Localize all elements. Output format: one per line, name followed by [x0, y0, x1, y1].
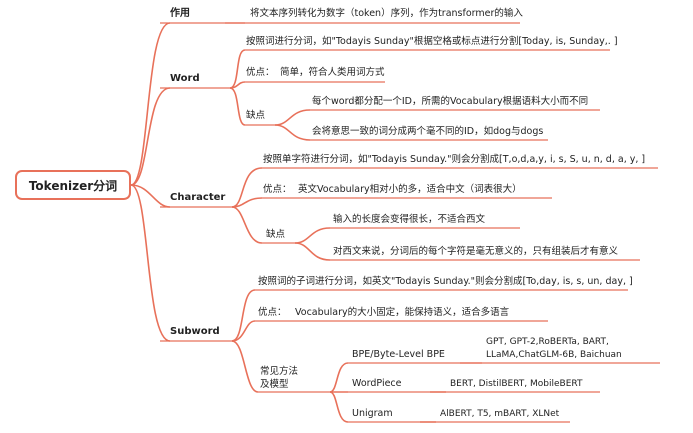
word-cons-label: 缺点 — [246, 110, 266, 121]
branch-subword-label[interactable]: Subword — [170, 326, 220, 337]
subword-methods-label-1: 常见方法 — [260, 366, 299, 377]
root-label: Tokenizer分词 — [28, 178, 118, 193]
subword-pros-label: 优点： — [258, 307, 287, 318]
method-unigram-name: Unigram — [352, 408, 393, 419]
root-node[interactable]: Tokenizer分词 — [15, 170, 131, 200]
character-cons-2: 对西文来说，分词后的每个字符是毫无意义的，只有组装后才有意义 — [333, 246, 619, 257]
branch-word-label[interactable]: Word — [170, 73, 200, 84]
zuoyong-text: 将文本序列转化为数字（token）序列，作为transformer的输入 — [250, 8, 523, 19]
branch-zuoyong-label[interactable]: 作用 — [170, 8, 190, 19]
word-pros: 简单，符合人类用词方式 — [280, 67, 385, 78]
character-pros-label: 优点： — [263, 184, 292, 195]
method-wordpiece-name: WordPiece — [352, 378, 402, 389]
method-bpe-models-1: GPT, GPT-2,RoBERTa, BART, — [486, 337, 609, 347]
method-bpe-name: BPE/Byte-Level BPE — [352, 349, 445, 360]
subword-pros: Vocabulary的大小固定，能保持语义，适合多语言 — [295, 307, 510, 318]
word-pros-label: 优点： — [246, 67, 275, 78]
subword-methods-label-2: 及模型 — [260, 379, 289, 390]
method-unigram-models: AlBERT, T5, mBART, XLNet — [440, 409, 560, 419]
character-pros: 英文Vocabulary相对小的多，适合中文（词表很大） — [298, 184, 522, 195]
method-bpe-models-2: LLaMA,ChatGLM-6B, Baichuan — [486, 350, 622, 360]
word-cons-1: 每个word都分配一个ID，所需的Vocabulary根据语料大小而不同 — [312, 96, 589, 107]
word-cons-2: 会将意思一致的词分成两个毫不同的ID，如dog与dogs — [312, 126, 544, 137]
subword-method: 按照词的子词进行分词，如英文"Todayis Sunday."则会分割成[To,… — [258, 276, 633, 287]
character-method: 按照单字符进行分词，如"Todayis Sunday."则会分割成[T,o,d,… — [263, 154, 646, 165]
character-cons-1: 输入的长度会变得很长，不适合西文 — [333, 214, 486, 225]
word-method: 按照词进行分词，如"Todayis Sunday"根据空格或标点进行分割[Tod… — [246, 36, 618, 47]
branch-character-label[interactable]: Character — [170, 192, 226, 203]
method-wordpiece-models: BERT, DistilBERT, MobileBERT — [450, 379, 583, 389]
character-cons-label: 缺点 — [266, 229, 286, 240]
